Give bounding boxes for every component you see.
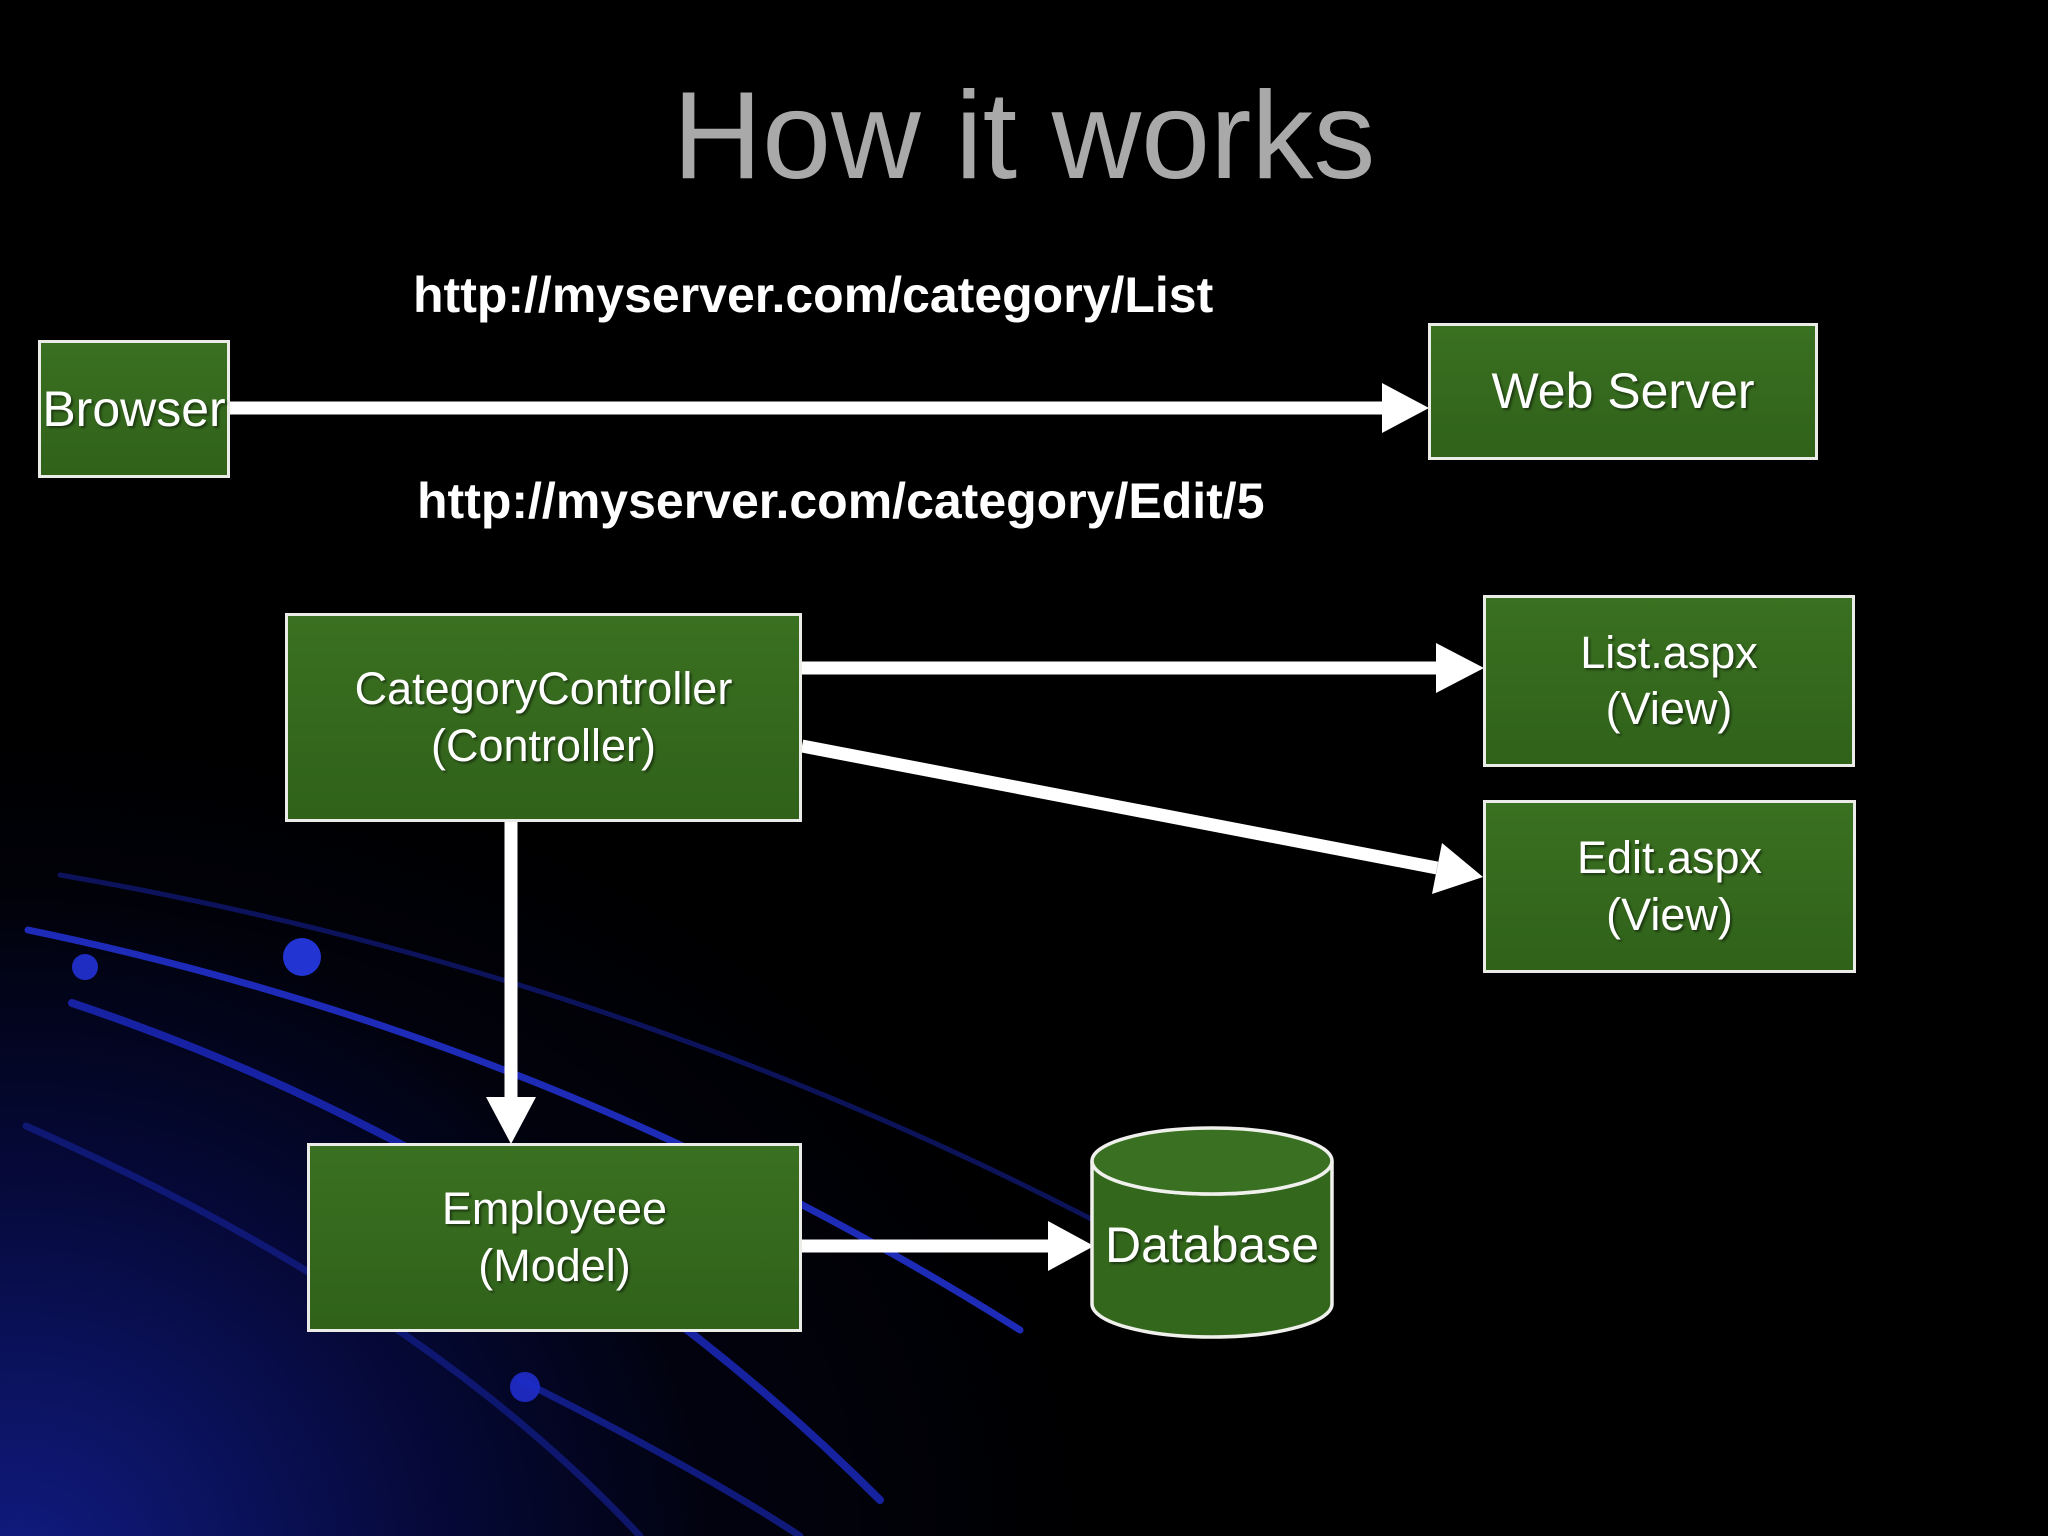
orbit-dot — [283, 938, 321, 976]
node-employee-model-line1: Employeee — [441, 1183, 668, 1235]
database-cylinder-top — [1090, 1126, 1334, 1196]
arrow-head — [1432, 843, 1483, 894]
node-web-server-label: Web Server — [1491, 363, 1755, 419]
arrow-shaft — [800, 739, 1439, 875]
arrow-head — [486, 1097, 536, 1144]
node-web-server: Web Server — [1428, 323, 1818, 460]
slide-title: How it works — [672, 67, 1376, 205]
arrow-controller-to-listview — [802, 643, 1484, 693]
arrow-browser-to-webserver — [230, 383, 1429, 433]
arrow-model-to-database — [800, 1221, 1094, 1271]
node-category-controller-line2: (Controller) — [430, 719, 657, 771]
node-list-view-line2: (View) — [1605, 683, 1733, 734]
node-browser-label: Browser — [42, 380, 226, 437]
node-browser: Browser — [38, 340, 230, 478]
node-database-label: Database — [1104, 1217, 1320, 1273]
orbit-dot — [510, 1372, 540, 1402]
request-url-list: http://myserver.com/category/List — [413, 267, 1214, 323]
arrow-controller-to-editview — [800, 739, 1483, 894]
node-edit-view-line1: Edit.aspx — [1576, 832, 1763, 884]
node-category-controller-line1: CategoryController — [354, 663, 733, 715]
database-cylinder — [1090, 1126, 1334, 1339]
arrow-head — [1382, 383, 1429, 433]
node-employee-model: Employeee (Model) — [307, 1143, 802, 1332]
orbit-arc — [57, 872, 1153, 1253]
orbit-arc — [516, 1376, 804, 1536]
node-edit-view: Edit.aspx (View) — [1483, 800, 1856, 973]
node-edit-view-line2: (View) — [1606, 888, 1733, 940]
arrow-controller-to-model — [486, 820, 536, 1144]
arrow-head — [1436, 643, 1484, 693]
node-list-view-line1: List.aspx — [1580, 626, 1758, 678]
arrow-head — [1048, 1221, 1094, 1271]
node-category-controller: CategoryController (Controller) — [285, 613, 802, 822]
node-list-view: List.aspx (View) — [1483, 595, 1855, 767]
node-employee-model-line2: (Model) — [478, 1239, 631, 1291]
request-url-edit: http://myserver.com/category/Edit/5 — [417, 473, 1265, 529]
orbit-dot — [72, 954, 98, 980]
